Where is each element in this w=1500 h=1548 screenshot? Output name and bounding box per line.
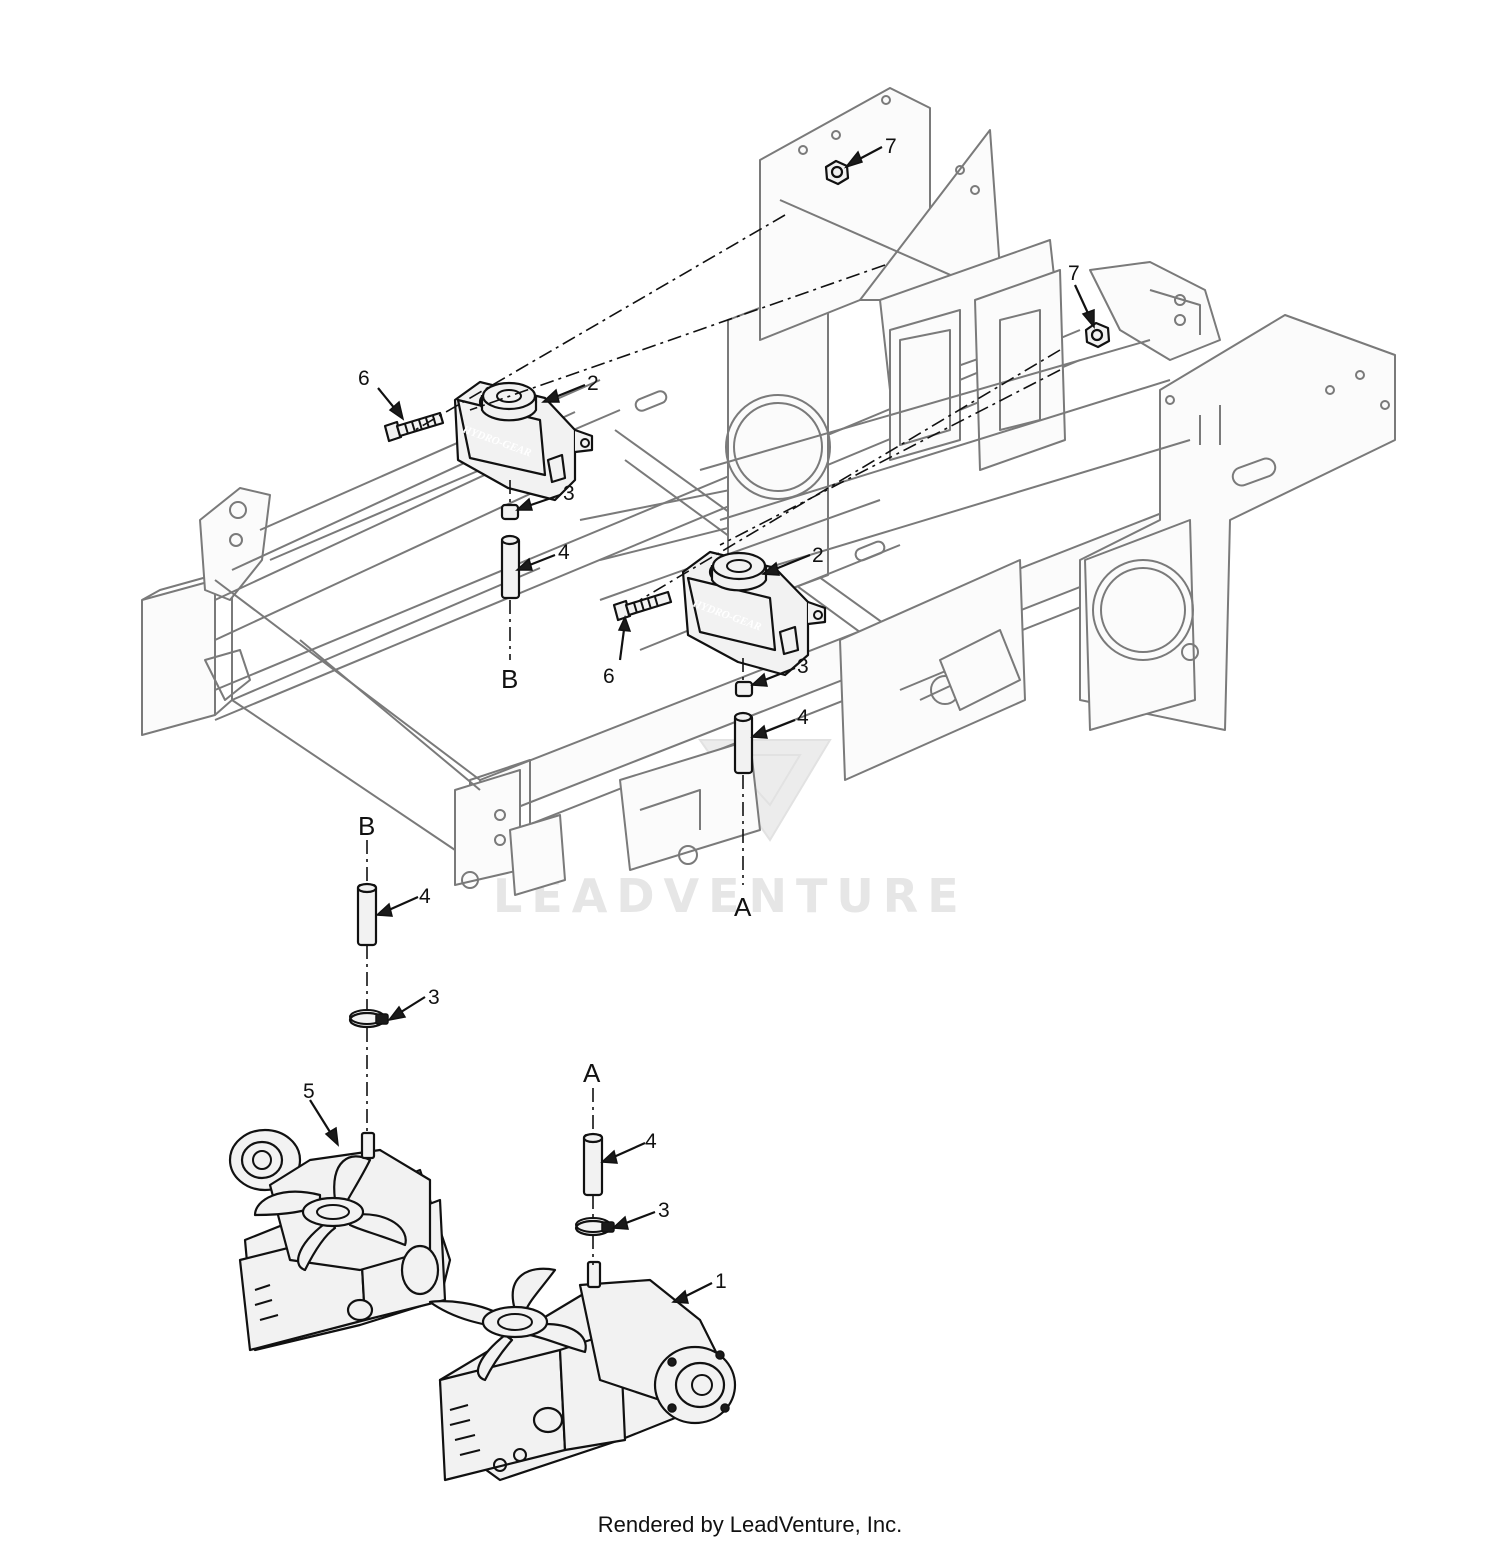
hose-lower-a bbox=[582, 1132, 604, 1197]
callout-3-lower-a: 3 bbox=[658, 1199, 670, 1222]
callout-4-upper-b: 4 bbox=[558, 541, 570, 564]
watermark-text: LEADVENTURE bbox=[493, 869, 968, 923]
callout-3-lower-b: 3 bbox=[428, 986, 440, 1009]
hose-fitting-upper-a bbox=[734, 680, 754, 698]
connector-b-upper: B bbox=[501, 664, 518, 694]
reservoir-tank-right: HYDRO-GEAR bbox=[681, 550, 827, 677]
hose-lower-b bbox=[356, 882, 378, 947]
callout-6-right: 6 bbox=[603, 665, 615, 688]
transaxle-left bbox=[228, 1128, 452, 1352]
callout-leaders bbox=[309, 146, 1095, 1304]
hose-clamp-lower-b bbox=[348, 1009, 389, 1029]
connector-a-upper: A bbox=[734, 892, 752, 922]
callout-7-upper: 7 bbox=[885, 135, 897, 158]
hose-upper-a bbox=[733, 711, 754, 775]
reservoir-tank-left: HYDRO-GEAR bbox=[453, 380, 594, 502]
callout-1: 1 bbox=[715, 1270, 727, 1293]
chassis-frame bbox=[141, 87, 1396, 896]
callout-4-upper-a: 4 bbox=[797, 706, 809, 729]
callout-5: 5 bbox=[303, 1080, 315, 1103]
callout-2-right: 2 bbox=[812, 544, 824, 567]
callout-4-lower-b: 4 bbox=[419, 885, 431, 908]
lock-nut-upper bbox=[824, 159, 850, 186]
callout-4-lower-a: 4 bbox=[645, 1130, 657, 1153]
lock-nut-right bbox=[1084, 321, 1111, 349]
connector-b-lower: B bbox=[358, 811, 375, 841]
hose-fitting-upper-b bbox=[500, 503, 520, 521]
bolt-left bbox=[383, 411, 445, 443]
transaxle-right bbox=[428, 1260, 737, 1482]
hose-upper-b bbox=[500, 534, 521, 600]
callout-6-left: 6 bbox=[358, 367, 370, 390]
render-credit: Rendered by LeadVenture, Inc. bbox=[597, 1512, 903, 1537]
axis-lines bbox=[366, 214, 1061, 1265]
hose-clamp-lower-a bbox=[574, 1217, 615, 1237]
callout-3-upper-a: 3 bbox=[797, 655, 809, 678]
callout-2-left: 2 bbox=[587, 372, 599, 395]
callout-3-upper-b: 3 bbox=[563, 482, 575, 505]
connector-a-lower: A bbox=[583, 1058, 601, 1088]
callout-labels: 7 7 2 6 3 4 2 6 3 4 4 3 5 4 3 1 B A B A bbox=[303, 135, 1080, 1293]
bolt-right bbox=[612, 590, 673, 622]
callout-7-right: 7 bbox=[1068, 262, 1080, 285]
